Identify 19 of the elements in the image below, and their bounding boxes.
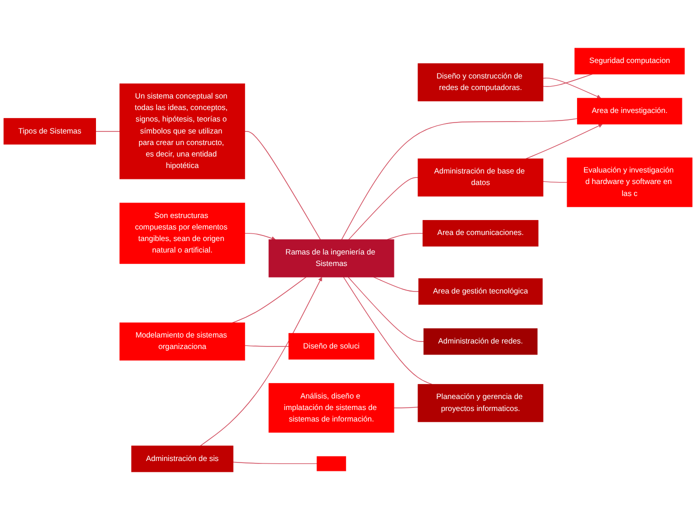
- connector: [542, 181, 568, 183]
- node-box: [316, 456, 346, 472]
- connector: [244, 345, 290, 347]
- connector: [386, 232, 424, 240]
- connector: [348, 276, 424, 342]
- connector: [394, 406, 418, 408]
- connector: [373, 276, 419, 292]
- connector: [232, 276, 306, 324]
- connector: [244, 130, 321, 240]
- connector: [542, 74, 593, 87]
- arrow: [526, 124, 603, 160]
- connector: [343, 276, 432, 385]
- arrow: [542, 78, 602, 98]
- connector: [95, 130, 120, 132]
- connector: [232, 462, 318, 464]
- arrow: [244, 232, 276, 240]
- connector: [341, 118, 578, 240]
- arrow: [200, 276, 322, 446]
- connector: [348, 177, 418, 240]
